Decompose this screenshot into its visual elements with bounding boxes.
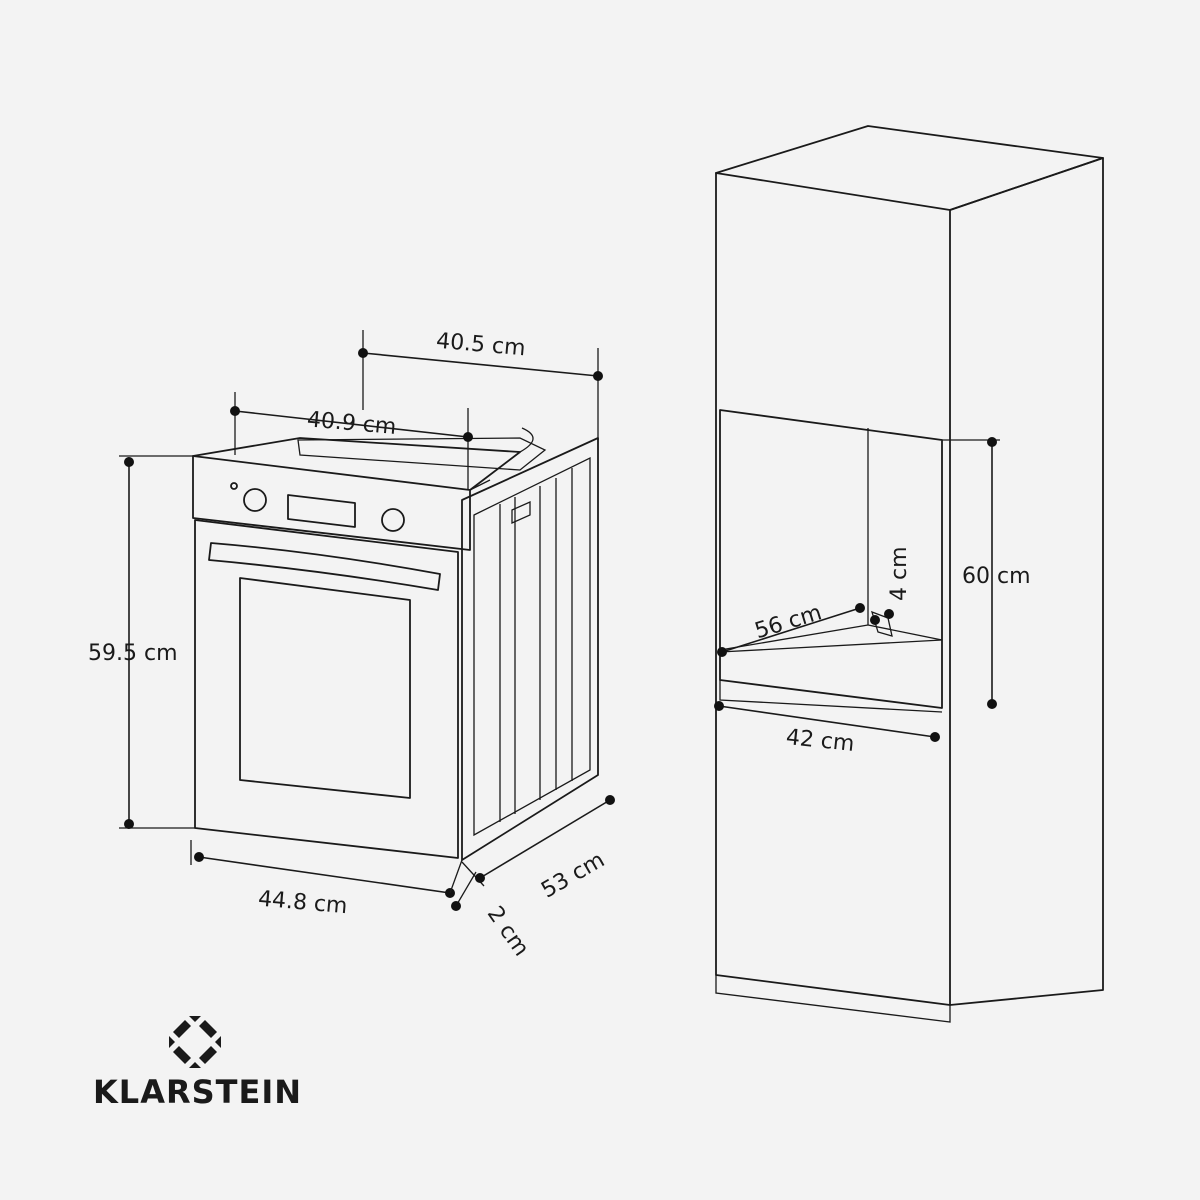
oven-dimension-labels: 40.5 cm 40.9 cm 59.5 cm 44.8 cm 53 cm 2 … [88, 329, 609, 961]
oven-illustration [192, 427, 599, 861]
label-niche-depth: 56 cm [752, 600, 825, 644]
cabinet-dimension-lines [714, 437, 1000, 742]
brand-logo: KLARSTEIN [93, 1016, 302, 1111]
label-vent-gap: 4 cm [887, 546, 912, 601]
label-width-top: 40.9 cm [306, 407, 397, 440]
label-width-bottom: 44.8 cm [257, 887, 348, 920]
label-depth-top: 40.5 cm [435, 329, 526, 362]
label-niche-width: 42 cm [785, 725, 856, 757]
klarstein-diamond-logo-icon [169, 1016, 221, 1068]
cabinet-illustration [715, 125, 1104, 1023]
label-niche-height: 60 cm [962, 564, 1031, 589]
label-depth-side: 53 cm [537, 848, 609, 904]
oven-dimension-lines [119, 330, 615, 911]
label-front-panel: 2 cm [482, 902, 534, 961]
brand-name: KLARSTEIN [93, 1073, 302, 1111]
cabinet-dimension-labels: 60 cm 42 cm 56 cm 4 cm [752, 546, 1031, 757]
label-height: 59.5 cm [88, 641, 178, 666]
